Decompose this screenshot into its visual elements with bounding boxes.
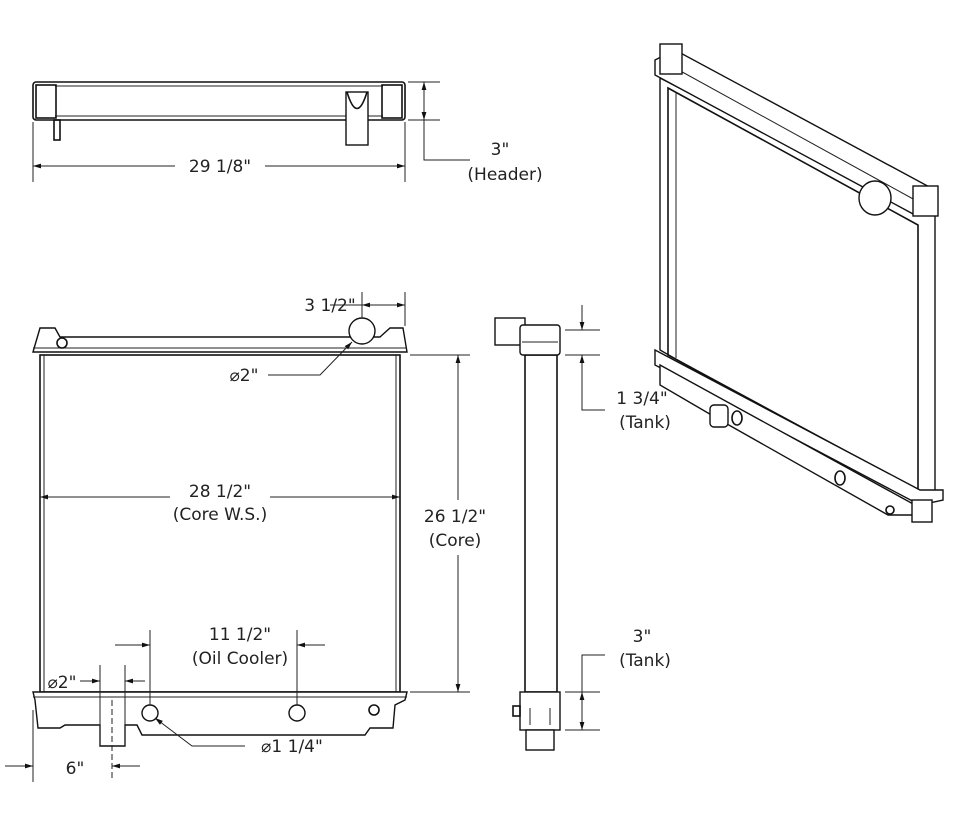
width-dimension: 29 1/8" bbox=[189, 157, 251, 177]
oil-cooler-dimension: 11 1/2" bbox=[209, 625, 271, 645]
header-label: (Header) bbox=[467, 165, 542, 185]
oil-cooler-diameter: ⌀1 1/4" bbox=[261, 737, 323, 757]
side-view: 1 3/4" (Tank) 3" (Tank) bbox=[494, 305, 671, 751]
inlet-offset-dimension: 3 1/2" bbox=[304, 296, 355, 316]
top-tank-dimension: 1 3/4" bbox=[616, 389, 667, 409]
inlet-fitting bbox=[345, 91, 369, 146]
oil-cooler-label: (Oil Cooler) bbox=[192, 649, 288, 669]
oil-cooler-fitting bbox=[288, 704, 306, 722]
bottom-tank-label: (Tank) bbox=[619, 651, 671, 671]
core-width-dimension: 28 1/2" bbox=[189, 482, 251, 502]
outlet-offset-dimension: 6" bbox=[66, 759, 85, 779]
outlet-diameter: ⌀2" bbox=[48, 673, 77, 693]
core-width-label: (Core W.S.) bbox=[173, 505, 267, 525]
inlet-diameter: ⌀2" bbox=[230, 366, 259, 386]
core-height-label: (Core) bbox=[429, 531, 482, 551]
header-dimension: 3" bbox=[491, 140, 510, 160]
top-tank-label: (Tank) bbox=[619, 413, 671, 433]
isometric-view bbox=[654, 43, 944, 523]
drain-nipple bbox=[53, 119, 61, 141]
core-height-dimension: 26 1/2" bbox=[424, 507, 486, 527]
bottom-tank-dimension: 3" bbox=[633, 627, 652, 647]
front-view: 3 1/2" ⌀2" 28 1/2" (Core W.S.) 26 1/2" (… bbox=[5, 292, 486, 782]
iso-inlet bbox=[858, 180, 892, 216]
inlet-circle bbox=[348, 317, 376, 345]
top-view: 29 1/8" 3" (Header) bbox=[32, 81, 543, 185]
